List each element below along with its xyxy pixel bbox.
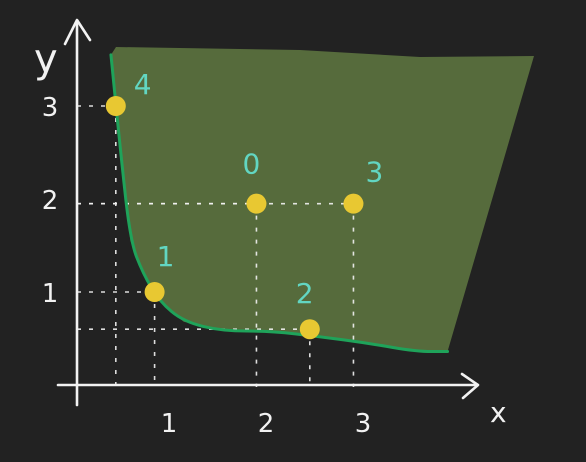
y-axis-arrowhead — [63, 18, 92, 46]
frontier-curve-layer — [109, 53, 450, 354]
x-tick-label-3: 3 — [355, 409, 372, 439]
point-label-0: 0 — [242, 148, 260, 181]
point-0 — [246, 193, 267, 214]
point-label-3: 3 — [365, 156, 383, 189]
point-2 — [299, 319, 320, 340]
point-1 — [144, 282, 165, 302]
y-tick-label-3: 3 — [42, 93, 59, 123]
point-4 — [105, 96, 126, 116]
frontier-curve — [109, 53, 450, 354]
y-tick-label-1: 1 — [42, 279, 59, 309]
shaded-region-layer — [110, 47, 534, 352]
guide-lines-layer — [77, 105, 355, 387]
x-tick-label-2: 2 — [258, 409, 275, 439]
axes-layer — [56, 18, 480, 407]
point-label-4: 4 — [134, 68, 152, 101]
labels-layer: x y 1 2 3 1 2 3 4 1 0 3 2 — [34, 36, 507, 439]
points-layer — [105, 96, 364, 340]
point-3 — [343, 193, 364, 214]
shaded-region — [110, 47, 534, 352]
x-axis-label: x — [490, 396, 507, 429]
point-label-2: 2 — [296, 277, 314, 310]
y-axis-label: y — [34, 36, 58, 82]
x-tick-label-1: 1 — [161, 409, 178, 439]
x-axis-arrowhead — [460, 372, 480, 400]
y-tick-label-2: 2 — [42, 186, 59, 216]
point-label-1: 1 — [157, 240, 175, 273]
